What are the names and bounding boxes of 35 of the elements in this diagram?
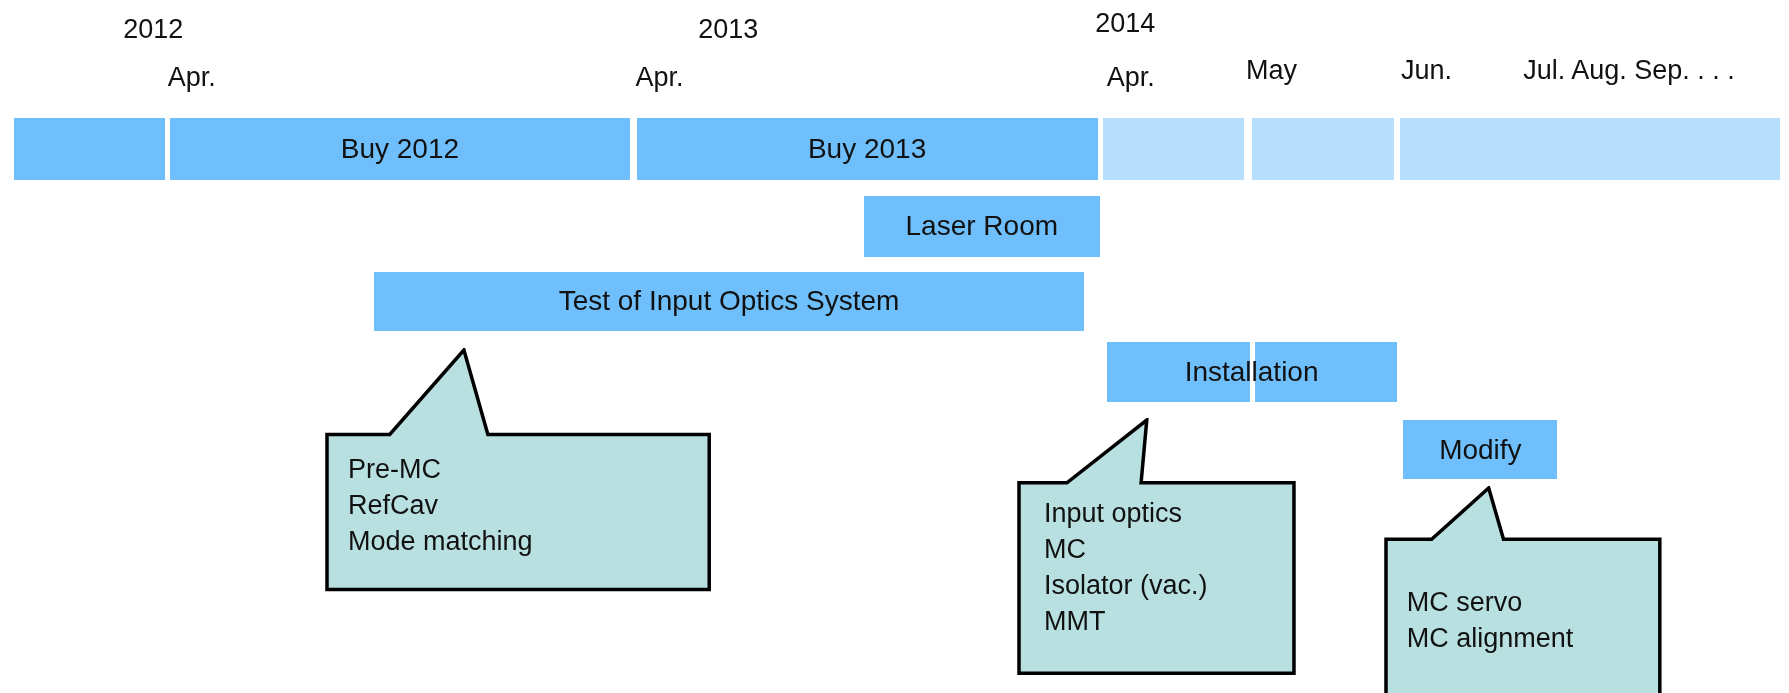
month-label: Jul. Aug. Sep. . . .	[1523, 54, 1735, 86]
year-label: 2012	[123, 13, 184, 45]
timeline-bar	[636, 117, 1098, 181]
bar-label: Buy 2013	[807, 132, 927, 165]
bar-label: Buy 2012	[340, 132, 460, 165]
timeline-bar	[374, 271, 1084, 331]
bar-label: Test of Input Optics System	[558, 285, 900, 318]
timeline-bar	[170, 117, 630, 181]
callout-text: MC	[1043, 533, 1087, 567]
callout-text: RefCav	[347, 488, 439, 522]
callout-text: Isolator (vac.)	[1043, 569, 1208, 603]
timeline-bar	[1399, 117, 1780, 181]
callout-text: MC servo	[1406, 586, 1524, 620]
bar-label: Modify	[1439, 433, 1522, 466]
callout-bubble	[325, 348, 712, 592]
callout-text: MC alignment	[1406, 622, 1574, 656]
month-label: Apr.	[1106, 61, 1155, 93]
callout-bubble	[1384, 486, 1663, 693]
callout-text: Input optics	[1043, 497, 1184, 531]
month-label: Apr.	[167, 61, 216, 93]
callout-text: Pre-MC	[347, 452, 442, 486]
timeline-bar	[1403, 419, 1558, 480]
timeline-bar	[1251, 117, 1395, 181]
year-label: 2014	[1095, 8, 1156, 39]
month-label: Jun.	[1401, 54, 1453, 86]
timeline-bar	[863, 196, 1100, 257]
callout-text: MMT	[1043, 605, 1107, 639]
timeline-bar	[1103, 117, 1244, 181]
year-label: 2013	[698, 13, 759, 45]
month-label: May	[1245, 54, 1297, 86]
month-label: Apr.	[635, 61, 684, 93]
timeline-bar	[13, 117, 166, 181]
bar-label: Laser Room	[905, 210, 1059, 243]
callout-text: Mode matching	[347, 524, 533, 558]
callout-bubble	[1016, 417, 1296, 676]
